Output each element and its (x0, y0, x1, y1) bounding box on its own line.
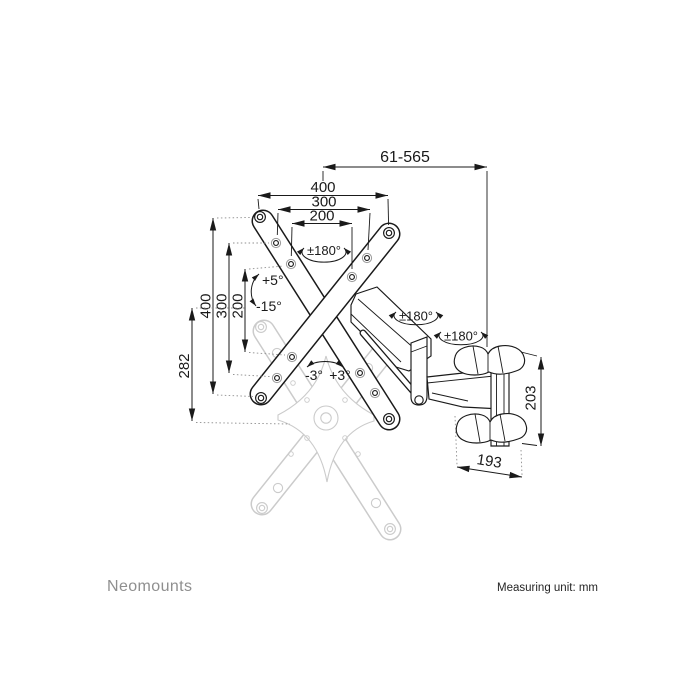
dimension-annotations: 61-565 400 300 200 400 300 200 282 (176, 149, 545, 479)
roll-arc (306, 360, 344, 368)
brand-logo: Neomounts (107, 578, 192, 595)
forearm (426, 369, 502, 410)
wall-swivel-ellipse (433, 331, 489, 346)
plate-swivel-ellipse (296, 247, 352, 263)
elbow-joint (410, 336, 428, 406)
dim-plate-width-outer: 400 (310, 179, 335, 196)
dim-plate-width-middle: 300 (311, 194, 336, 211)
roll-right-label: +3° (329, 367, 351, 383)
wall-mount-drawing (426, 344, 528, 447)
dim-plate-height-inner: 200 (230, 293, 247, 318)
dim-wall-plate-height: 203 (523, 385, 540, 410)
tilt-up-label: +5° (262, 272, 284, 288)
tilt-down-label: -15° (256, 298, 282, 314)
wall-plate-top-wing (453, 344, 526, 376)
wall-swivel-label: ±180° (444, 329, 478, 344)
arm-swivel-label: ±180° (399, 309, 433, 324)
strip-mounting-holes (270, 237, 381, 399)
measuring-unit-note: Measuring unit: mm (497, 582, 598, 594)
arm-swivel-ellipse (388, 311, 444, 326)
ghost-plate-drawing (250, 319, 402, 541)
dim-plate-height-outer: 400 (198, 293, 215, 318)
vesa-plate-drawing (249, 209, 401, 431)
dim-wall-plate-width: 193 (476, 451, 503, 472)
rotation-annotations: ±180° ±180° ±180° +5° -15° -3° +3° (249, 243, 489, 383)
roll-left-label: -3° (305, 367, 323, 383)
tilt-arc (249, 273, 260, 307)
dim-arm-extension-range: 61-565 (380, 149, 430, 166)
articulating-arm-drawing (350, 286, 432, 406)
dim-drop-height: 282 (176, 353, 193, 378)
dim-plate-height-middle: 300 (214, 293, 231, 318)
plate-swivel-label: ±180° (307, 243, 341, 258)
dim-plate-width-inner: 200 (309, 208, 334, 225)
